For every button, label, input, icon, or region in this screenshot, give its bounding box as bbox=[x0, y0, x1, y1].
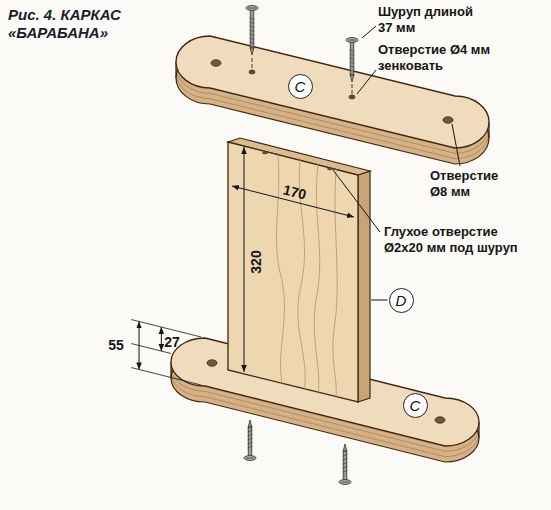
leader-line bbox=[371, 300, 388, 301]
callout-letter: D bbox=[396, 293, 407, 308]
callout-circle: D bbox=[389, 288, 414, 313]
dimension-line bbox=[244, 147, 245, 372]
hole bbox=[435, 417, 445, 424]
note-label: Шуруп длиной 37 мм bbox=[378, 4, 490, 35]
screw bbox=[346, 38, 358, 82]
leader-line bbox=[362, 26, 376, 38]
callout-circle: C bbox=[403, 393, 428, 418]
screw-axis bbox=[352, 84, 353, 97]
note-label: Отверстие Ø4 мм зенковать bbox=[378, 42, 510, 73]
screw bbox=[244, 420, 256, 460]
blind-hole bbox=[327, 168, 333, 171]
hole bbox=[211, 60, 221, 67]
callout-circle: C bbox=[288, 74, 313, 99]
dimension-value: 55 bbox=[108, 338, 124, 352]
dimension-line bbox=[139, 321, 140, 369]
callout-letter: C bbox=[295, 79, 306, 94]
hole bbox=[207, 360, 217, 367]
note-label: Глухое отверстие Ø2x20 мм под шуруп bbox=[384, 224, 539, 255]
dimension-value: 320 bbox=[249, 250, 263, 273]
screw-axis bbox=[252, 58, 253, 72]
extension-line bbox=[131, 368, 201, 385]
note-label: Отверстие Ø8 мм bbox=[430, 168, 516, 199]
screw bbox=[246, 6, 258, 55]
figure-title: Рис. 4. КАРКАС «БАРАБАНА» bbox=[8, 6, 158, 42]
board bbox=[228, 138, 370, 402]
dimension-line bbox=[161, 327, 162, 351]
screw bbox=[339, 444, 351, 484]
hole bbox=[443, 117, 453, 124]
leader-line bbox=[452, 124, 460, 166]
blind-hole bbox=[262, 152, 268, 155]
callout-letter: C bbox=[410, 398, 421, 413]
dimension-value: 27 bbox=[164, 335, 180, 349]
leader-line bbox=[333, 170, 380, 232]
leader-line bbox=[357, 70, 376, 94]
